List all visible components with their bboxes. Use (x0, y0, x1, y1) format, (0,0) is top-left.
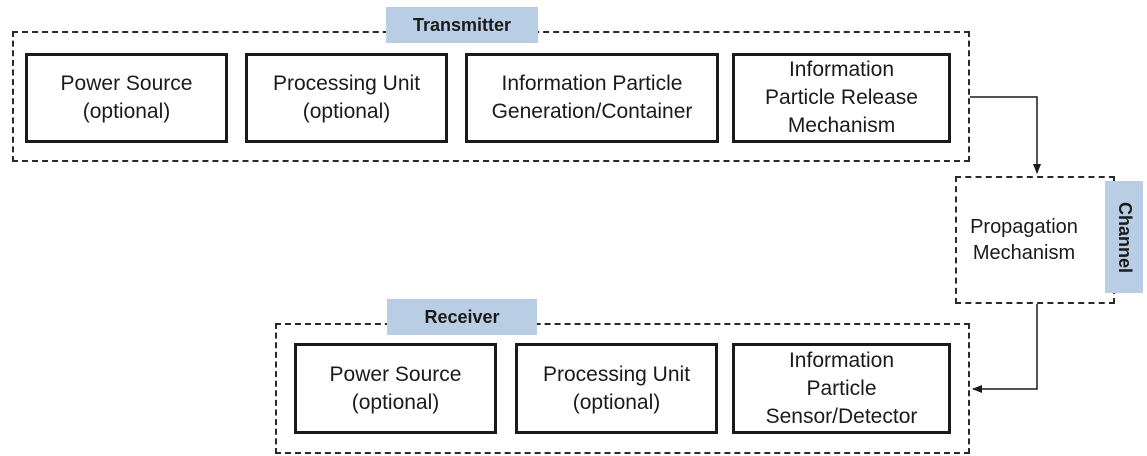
tx-particle-generation-box: Information Particle Generation/Containe… (465, 53, 719, 143)
tx-release-mechanism-text: Information Particle Release Mechanism (765, 58, 918, 137)
tx-power-source-text: Power Source (optional) (60, 72, 193, 123)
rx-sensor-detector-box: Information Particle Sensor/Detector (732, 343, 951, 434)
channel-label: Channel (1105, 181, 1143, 293)
rx-sensor-detector-text: Information Particle Sensor/Detector (765, 348, 918, 428)
tx-power-source-box: Power Source (optional) (25, 53, 228, 143)
tx-processing-unit-text: Processing Unit (optional) (272, 72, 421, 123)
arrow-transmitter-to-channel (970, 96, 1041, 174)
tx-particle-generation-text: Information Particle Generation/Containe… (491, 72, 693, 123)
transmitter-label: Transmitter (386, 7, 538, 43)
receiver-group (275, 323, 970, 454)
tx-release-mechanism-box: Information Particle Release Mechanism (732, 53, 951, 143)
rx-processing-unit-box: Processing Unit (optional) (515, 343, 718, 434)
rx-processing-unit-text: Processing Unit (optional) (542, 362, 691, 414)
channel-propagation-box: Propagation Mechanism (955, 176, 1115, 304)
receiver-label: Receiver (387, 299, 537, 335)
channel-propagation-text: Propagation Mechanism (970, 216, 1078, 264)
rx-power-source-box: Power Source (optional) (294, 343, 497, 434)
tx-processing-unit-box: Processing Unit (optional) (245, 53, 448, 143)
rx-power-source-text: Power Source (optional) (329, 362, 462, 414)
arrow-channel-to-receiver (972, 304, 1038, 393)
